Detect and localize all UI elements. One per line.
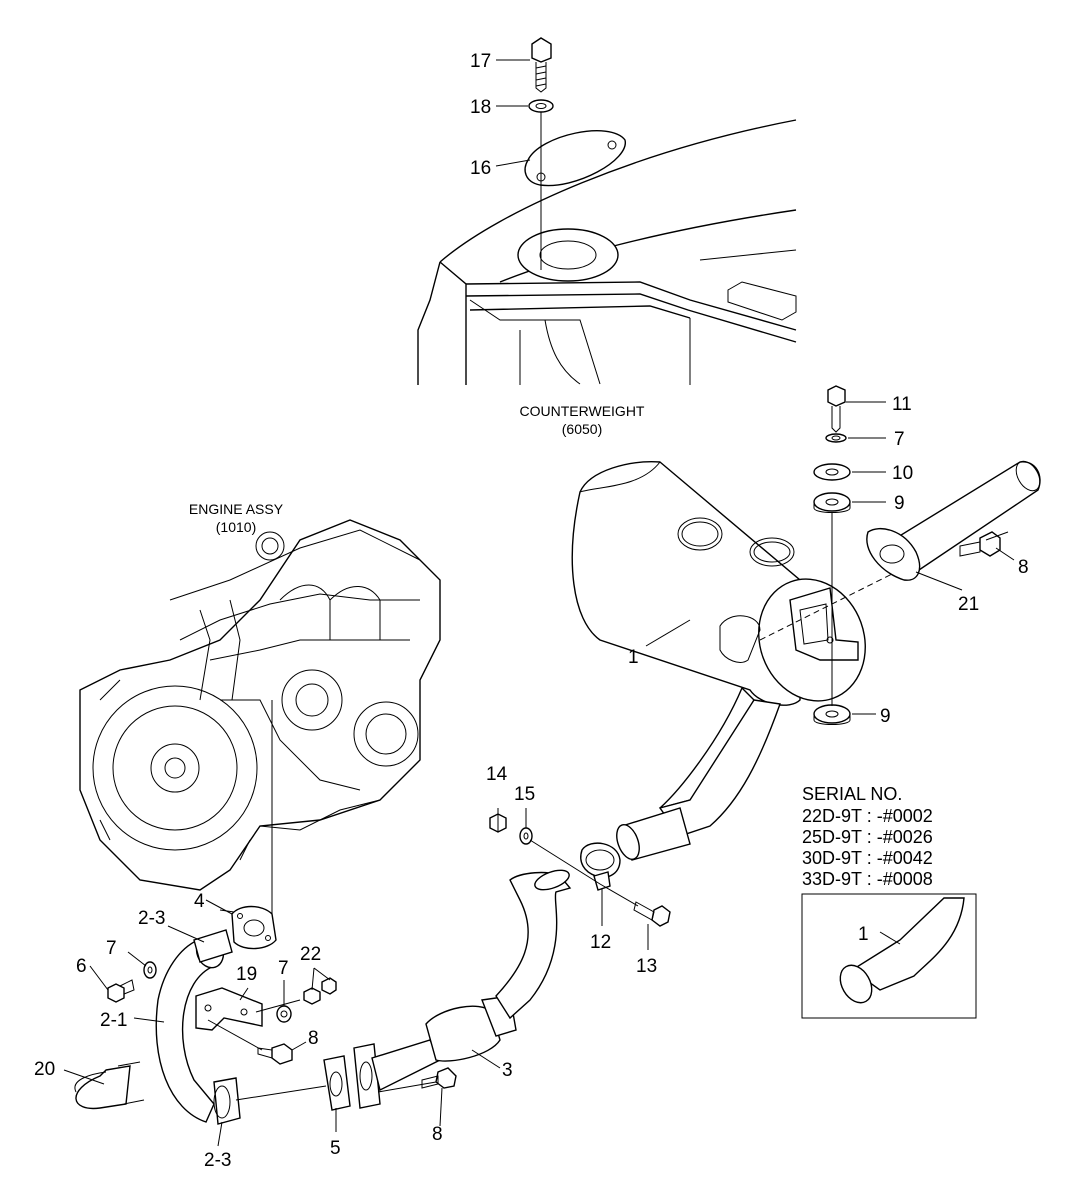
engine-assy-ref: (1010) xyxy=(216,519,256,535)
front-pipe-2-1 xyxy=(155,929,241,1125)
callout: 16 xyxy=(470,158,491,179)
callout: 9 xyxy=(880,706,891,727)
callout: 11 xyxy=(892,394,912,415)
serial-row: 22D-9T : -#0002 xyxy=(802,806,933,826)
callout: 2-1 xyxy=(100,1010,127,1031)
callout: 13 xyxy=(636,956,657,977)
callout: 15 xyxy=(514,784,535,805)
rubber-mount-9-bottom xyxy=(813,704,851,725)
serial-inset-callout: 1 xyxy=(858,924,869,945)
callout: 3 xyxy=(502,1060,513,1081)
serial-title: SERIAL NO. xyxy=(802,784,902,804)
callout: 8 xyxy=(308,1028,319,1049)
callout: 17 xyxy=(470,51,491,72)
counterweight-drawing xyxy=(417,119,797,385)
serial-row: 33D-9T : -#0008 xyxy=(802,869,933,889)
bolt-11 xyxy=(827,385,846,433)
callout: 14 xyxy=(486,764,508,785)
callout: 4 xyxy=(194,891,205,912)
gasket-5 xyxy=(323,1055,351,1111)
washer-7-left xyxy=(143,961,157,979)
callout: 18 xyxy=(470,97,491,118)
counterweight-caption: COUNTERWEIGHT xyxy=(520,403,645,419)
nuts-22 xyxy=(303,977,337,1005)
bolt-8-top xyxy=(959,531,1009,557)
callout: 20 xyxy=(34,1059,55,1080)
washer-15 xyxy=(519,827,533,845)
rubber-mount-9-top xyxy=(813,492,851,513)
counterweight-cover-plate xyxy=(524,130,626,187)
catalytic-pipe-3 xyxy=(353,869,572,1109)
callout: 8 xyxy=(1018,557,1029,578)
engine-assy-caption: ENGINE ASSY xyxy=(189,501,284,517)
bolt-6 xyxy=(107,979,135,1003)
counterweight-ref: (6050) xyxy=(562,421,602,437)
callout-labels: 17 18 16 11 7 10 9 9 8 21 1 14 15 12 13 … xyxy=(34,51,1029,1171)
bolt-17 xyxy=(531,37,552,93)
callout: 7 xyxy=(106,938,117,959)
callout: 6 xyxy=(76,956,87,977)
callout: 7 xyxy=(278,958,289,979)
u-bolt-20 xyxy=(74,1061,145,1110)
bracket-19 xyxy=(195,987,263,1031)
bolt-8-bottom xyxy=(421,1067,457,1089)
muffler-assembly xyxy=(571,460,1041,861)
callout: 7 xyxy=(894,429,905,450)
callout: 10 xyxy=(892,463,913,484)
serial-row: 30D-9T : -#0042 xyxy=(802,848,933,868)
washer-7-top xyxy=(825,433,847,443)
washer-7-right xyxy=(276,1005,292,1023)
washer-18 xyxy=(528,99,554,113)
leader-lines xyxy=(63,808,649,1147)
callout: 22 xyxy=(300,944,321,965)
bolt-13 xyxy=(633,901,671,927)
bolt-8-mid xyxy=(257,1043,293,1065)
gasket-4 xyxy=(231,905,277,950)
callout: 5 xyxy=(330,1138,341,1159)
callout: 2-3 xyxy=(138,908,165,929)
serial-inset xyxy=(801,893,977,1019)
clamp-12 xyxy=(580,842,621,891)
callout: 2-3 xyxy=(204,1150,231,1171)
callout: 21 xyxy=(958,594,979,615)
washer-10 xyxy=(813,463,851,481)
callout: 9 xyxy=(894,493,905,514)
callout: 19 xyxy=(236,964,257,985)
engine-assembly xyxy=(79,519,441,891)
callout: 12 xyxy=(590,932,611,953)
callout: 1 xyxy=(628,647,639,668)
callout: 8 xyxy=(432,1124,443,1145)
serial-row: 25D-9T : -#0026 xyxy=(802,827,933,847)
